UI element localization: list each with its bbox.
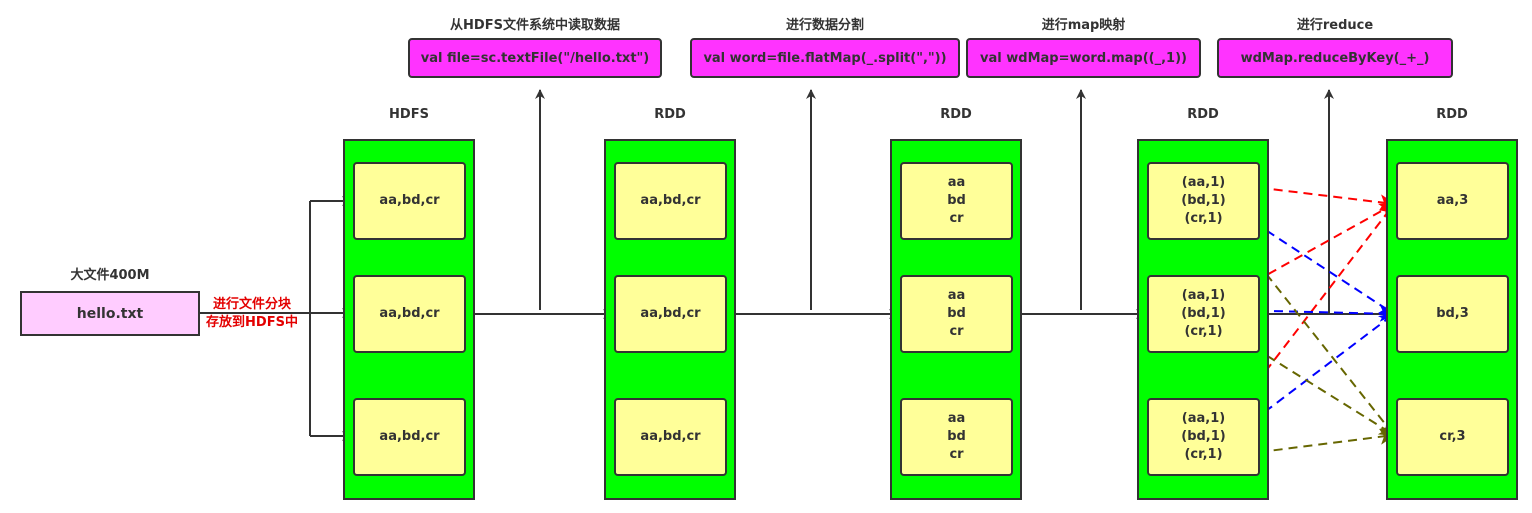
partition-block[interactable]: (aa,1) (bd,1) (cr,1) [1147,275,1260,353]
stage-column-1: aa,bd,cr aa,bd,cr aa,bd,cr [343,139,475,500]
partition-block[interactable]: aa bd cr [900,275,1013,353]
split-note-line1: 进行文件分块 [212,297,291,312]
op-caption-2: 进行数据分割 [785,18,864,33]
partition-text: aa [947,175,966,190]
op-code-2[interactable]: val word=file.flatMap(_.split(",")) [690,38,960,78]
partition-block[interactable]: (aa,1) (bd,1) (cr,1) [1147,398,1260,476]
partition-text: aa,bd,cr [379,306,440,321]
shuffle-bd-2 [1228,305,1396,322]
partition-block[interactable]: cr,3 [1396,398,1509,476]
partition-text: (aa,1) [1181,288,1226,303]
split-note-line2: 存放到HDFS中 [206,315,298,330]
partition-text: aa [947,288,966,303]
source-caption: 大文件400M [70,268,150,283]
op-code-1[interactable]: val file=sc.textFile("/hello.txt") [408,38,662,78]
partition-text: cr,3 [1439,429,1466,444]
shuffle-aa-1 [1228,183,1396,211]
partition-text: (aa,1) [1181,175,1226,190]
column-title-5: RDD [1436,107,1468,122]
partition-text: aa,bd,cr [640,193,701,208]
partition-text: bd [947,193,966,208]
partition-text: (bd,1) [1181,306,1226,321]
shuffle-cr-3 [1228,428,1396,457]
partition-block[interactable]: aa,3 [1396,162,1509,240]
partition-block[interactable]: aa,bd,cr [353,162,466,240]
partition-text: aa,bd,cr [640,429,701,444]
stage-column-4: (aa,1)(bd,1)(cr,1)(aa,1)(bd,1)(cr,1)(aa,… [1137,139,1269,500]
partition-text: aa [947,411,966,426]
stage-column-3: aa bd cr aa bd cr aa bd cr [890,139,1022,500]
partition-text: bd,3 [1436,306,1469,321]
partition-text: cr [949,324,964,339]
partition-text: aa,3 [1436,193,1469,208]
partition-text: aa,bd,cr [379,429,440,444]
partition-text: aa,bd,cr [640,306,701,321]
partition-block[interactable]: (aa,1) (bd,1) (cr,1) [1147,162,1260,240]
partition-block[interactable]: aa bd cr [900,398,1013,476]
partition-block[interactable]: aa,bd,cr [614,162,727,240]
partition-block[interactable]: aa,bd,cr [614,275,727,353]
op-caption-3: 进行map映射 [1041,18,1126,33]
op-caption-4: 进行reduce [1296,18,1374,33]
split-note: 进行文件分块 存放到HDFS中 [200,296,304,332]
partition-text: cr [949,211,964,226]
op-caption-1: 从HDFS文件系统中读取数据 [450,18,620,33]
partition-block[interactable]: aa bd cr [900,162,1013,240]
partition-block[interactable]: aa,bd,cr [614,398,727,476]
partition-text: aa,bd,cr [379,193,440,208]
op-code-3[interactable]: val wdMap=word.map((_,1)) [966,38,1201,78]
partition-text: (bd,1) [1181,193,1226,208]
partition-block[interactable]: bd,3 [1396,275,1509,353]
column-title-2: RDD [654,107,686,122]
partition-text: (bd,1) [1181,429,1226,444]
partition-text: (cr,1) [1184,211,1223,226]
partition-block[interactable]: aa,bd,cr [353,398,466,476]
column-title-1: HDFS [389,107,429,122]
column-title-4: RDD [1187,107,1219,122]
partition-text: (cr,1) [1184,447,1223,462]
stage-column-5: aa,3 bd,3 cr,3 [1386,139,1518,500]
partition-block[interactable]: aa,bd,cr [353,275,466,353]
op-code-4[interactable]: wdMap.reduceByKey(_+_) [1217,38,1453,78]
source-file-node[interactable]: hello.txt [20,291,200,336]
partition-text: (cr,1) [1184,324,1223,339]
partition-text: (aa,1) [1181,411,1226,426]
partition-text: bd [947,429,966,444]
stage-column-2: aa,bd,cr aa,bd,cr aa,bd,cr [604,139,736,500]
column-title-3: RDD [940,107,972,122]
partition-text: bd [947,306,966,321]
partition-text: cr [949,447,964,462]
